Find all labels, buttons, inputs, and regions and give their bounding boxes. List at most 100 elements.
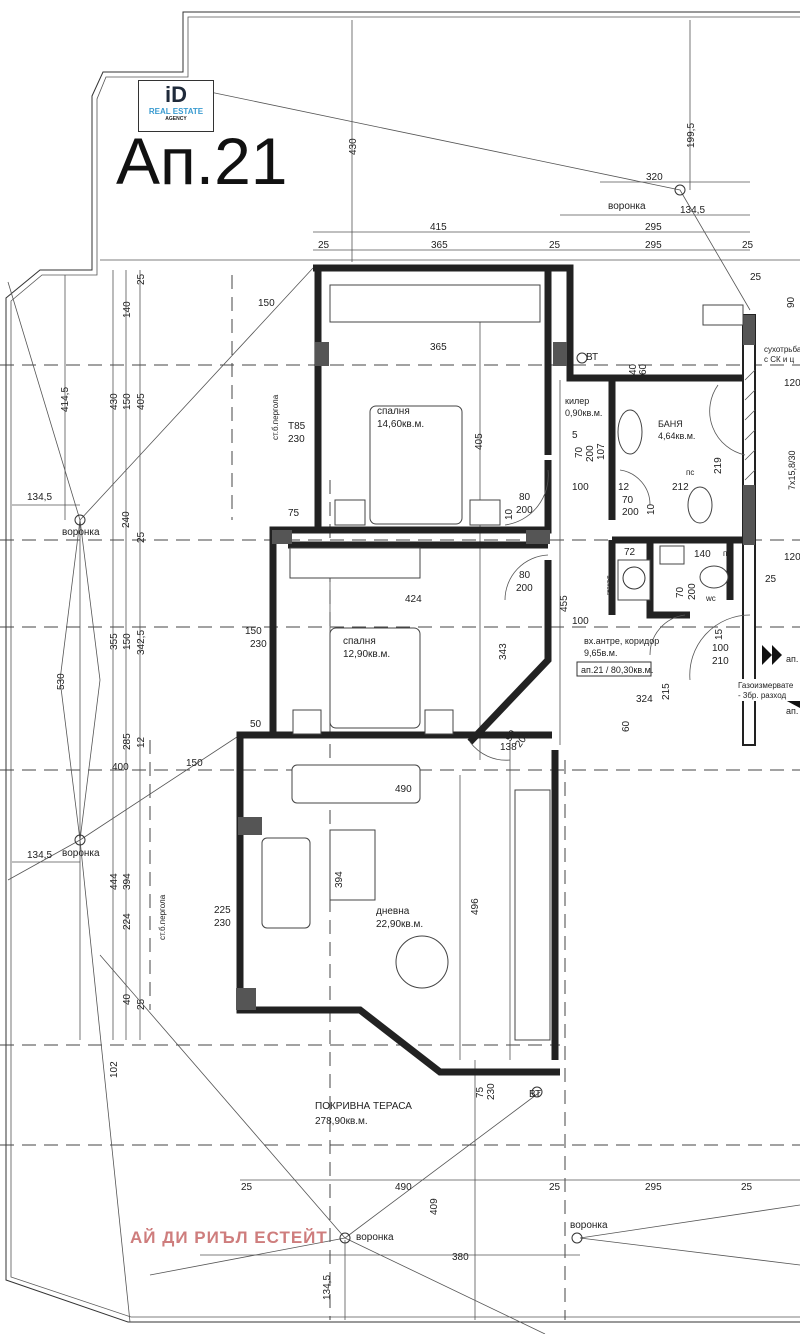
drain-icon [74, 834, 86, 846]
dimension-label: 70 [675, 586, 686, 598]
dimension-label: 90 [786, 296, 797, 308]
dimension-label: 70 [622, 495, 634, 506]
downpipe-icon [531, 1086, 543, 1098]
dimension-label: 50 [250, 719, 262, 730]
dimension-labels: 430 199,5 320 134,5 415 25 365 25 295 29… [27, 123, 800, 1300]
bed-2 [329, 627, 421, 729]
dimension-label: 490 [395, 1182, 412, 1193]
dimension-label: 12 [618, 482, 630, 493]
dimension-label: 230 [486, 1083, 497, 1100]
nightstand [424, 709, 454, 735]
dimension-label: 75 [475, 1086, 486, 1098]
plan-label: воронка [356, 1232, 394, 1243]
nightstand [334, 499, 366, 526]
misc-labels: воронка воронка воронка воронка воронка … [62, 201, 800, 1243]
plan-label: Газоизмервате [738, 681, 794, 690]
dimension-label: 150 [122, 633, 133, 650]
drain-icon [674, 184, 686, 196]
dimension-label: 405 [474, 433, 485, 450]
plan-label: ап.21 / 80,30кв.м. [581, 665, 653, 675]
dimension-label: 5 [572, 430, 578, 441]
dimension-label: 295 [645, 222, 662, 233]
plan-label: с СК и ц [764, 355, 795, 364]
dimension-label: 200 [585, 445, 596, 462]
dimension-label: 25 [136, 273, 147, 285]
wardrobe-2 [289, 547, 421, 579]
dimension-label: 100 [712, 643, 729, 654]
dimension-label: 496 [470, 898, 481, 915]
dimension-label: 10 [646, 503, 657, 515]
dimension-label: 295 [645, 1182, 662, 1193]
dimension-label: 150 [122, 393, 133, 410]
dimension-label: 210 [712, 656, 729, 667]
dimension-label: 414,5 [60, 387, 71, 412]
wardrobe-1 [329, 284, 541, 323]
drains [74, 184, 800, 1244]
dimension-label: 15 [714, 628, 725, 640]
dimension-label: 107 [596, 443, 607, 460]
plan-label: пералня [606, 575, 612, 595]
dimension-label: 150 [186, 758, 203, 769]
dimension-label: 320 [646, 172, 663, 183]
dimension-label: 80 [519, 492, 531, 503]
dimension-label: 444 [109, 873, 120, 890]
dimension-label: 102 [109, 1061, 120, 1078]
dimension-label: 138 [500, 742, 517, 753]
logo-line2: AGENCY [165, 116, 187, 122]
dimension-label: 455 [559, 595, 570, 612]
dimension-label: 424 [405, 594, 422, 605]
plan-label: 22,90кв.м. [376, 919, 423, 930]
dimension-label: 342,5 [136, 630, 147, 655]
kitchen-counter [514, 789, 551, 1041]
walls [236, 264, 756, 1076]
dimension-label: 25 [742, 240, 754, 251]
dimension-label: 200 [622, 507, 639, 518]
plan-label: ВТ [529, 1089, 541, 1100]
dimension-label: 100 [572, 616, 589, 627]
dimension-label: 80 [519, 570, 531, 581]
dimension-label: 134,5 [27, 850, 52, 861]
toilet [699, 565, 729, 589]
dimension-label: 140 [694, 549, 711, 560]
dimension-label: 230 [250, 639, 267, 650]
agency-logo: iD REAL ESTATE AGENCY [138, 80, 214, 132]
room-labels: спалня 14,60кв.м. спалня 12,90кв.м. днев… [315, 396, 695, 1127]
plan-label: 12,90кв.м. [343, 649, 390, 660]
dimension-label: 365 [431, 240, 448, 251]
door-swings [469, 384, 751, 761]
plan-label: ап. [786, 706, 798, 716]
dimension-label: 70 [574, 446, 585, 458]
drain-icon [571, 1232, 583, 1244]
dimension-label: 150 [245, 626, 262, 637]
dining-table [395, 935, 449, 989]
dimension-label: 215 [661, 683, 672, 700]
dimension-label: 25 [549, 240, 561, 251]
dimension-label: 430 [348, 138, 359, 155]
dimension-label: 240 [121, 511, 132, 528]
dimension-label: 10 [504, 508, 515, 520]
dimension-label: 150 [258, 298, 275, 309]
shaft [702, 304, 744, 326]
plan-label: воронка [608, 201, 646, 212]
plan-label: килер [565, 396, 589, 406]
dimension-label: 219 [713, 457, 724, 474]
plan-label: пс [723, 549, 731, 558]
terrace-outline [5, 11, 800, 1323]
dimension-label: 120 [784, 378, 800, 389]
plan-label: ст.б.пергола [271, 394, 280, 440]
dimension-label: 120 [784, 552, 800, 563]
dimension-label: 60 [638, 363, 649, 375]
dimension-label: 230 [214, 918, 231, 929]
plan-label: спалня [377, 406, 410, 417]
dimension-label: 40 [628, 363, 639, 375]
logo-mark: iD [165, 82, 187, 107]
plan-label: 0,90кв.м. [565, 408, 602, 418]
dimension-label: 40 [122, 993, 133, 1005]
plan-label: 9,65в.м. [584, 648, 618, 658]
dimension-label: 405 [136, 393, 147, 410]
apartment-title: Ап.21 [116, 124, 288, 198]
dimension-label: 365 [430, 342, 447, 353]
plan-label: воронка [62, 527, 100, 538]
plan-label: вх.антре, коридор [584, 636, 659, 646]
